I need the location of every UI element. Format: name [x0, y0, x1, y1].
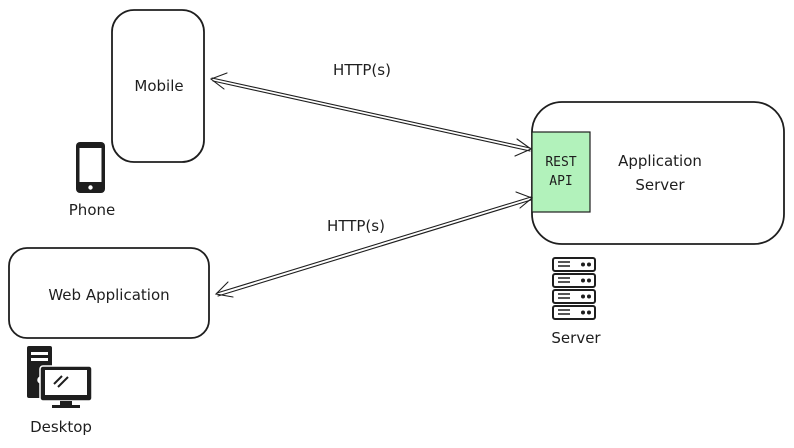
rest-api-label-line2: API: [549, 174, 573, 189]
rest-api-label: REST API: [545, 153, 576, 191]
application-server-label: Application Server: [618, 149, 702, 197]
web-application-label: Web Application: [48, 286, 170, 304]
desktop-icon: [27, 346, 93, 408]
rest-api-box[interactable]: [531, 131, 591, 213]
edge-label-web-api: HTTP(s): [327, 217, 385, 235]
mobile-box[interactable]: [111, 9, 205, 163]
arrow-mobile-to-api: [209, 72, 533, 157]
arrow-web-to-api: [214, 191, 534, 298]
phone-icon: [76, 142, 105, 193]
rest-api-label-line1: REST: [545, 155, 577, 170]
application-server-label-line2: Server: [635, 176, 685, 194]
mobile-label: Mobile: [134, 77, 184, 95]
desktop-caption: Desktop: [30, 418, 92, 436]
phone-caption: Phone: [68, 201, 116, 219]
application-server-label-line1: Application: [618, 152, 702, 170]
server-caption: Server: [551, 329, 601, 347]
server-icon: [552, 257, 596, 320]
web-application-box[interactable]: [8, 247, 210, 339]
edge-label-mobile-api: HTTP(s): [333, 61, 391, 79]
